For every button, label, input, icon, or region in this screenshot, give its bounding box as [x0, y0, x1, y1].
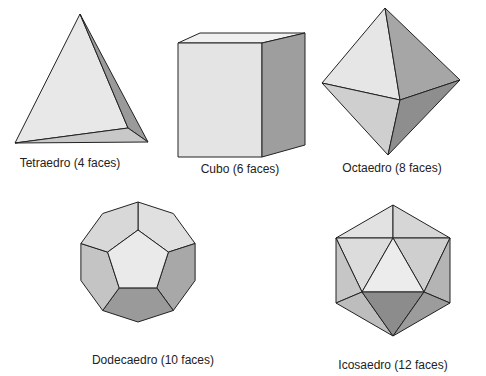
- icosahedron-figure: [336, 205, 450, 336]
- shape-caption: Cubo (6 faces): [201, 162, 280, 176]
- cube-figure: [178, 33, 305, 157]
- octahedron-figure: [322, 8, 460, 155]
- shape-caption: Dodecaedro (10 faces): [92, 353, 214, 367]
- shape-caption: Octaedro (8 faces): [342, 161, 441, 175]
- tetrahedron-figure: [15, 14, 148, 143]
- dodecahedron-figure: [81, 202, 195, 322]
- shape-caption: Tetraedro (4 faces): [20, 156, 121, 170]
- shape-caption: Icosaedro (12 faces): [338, 358, 447, 372]
